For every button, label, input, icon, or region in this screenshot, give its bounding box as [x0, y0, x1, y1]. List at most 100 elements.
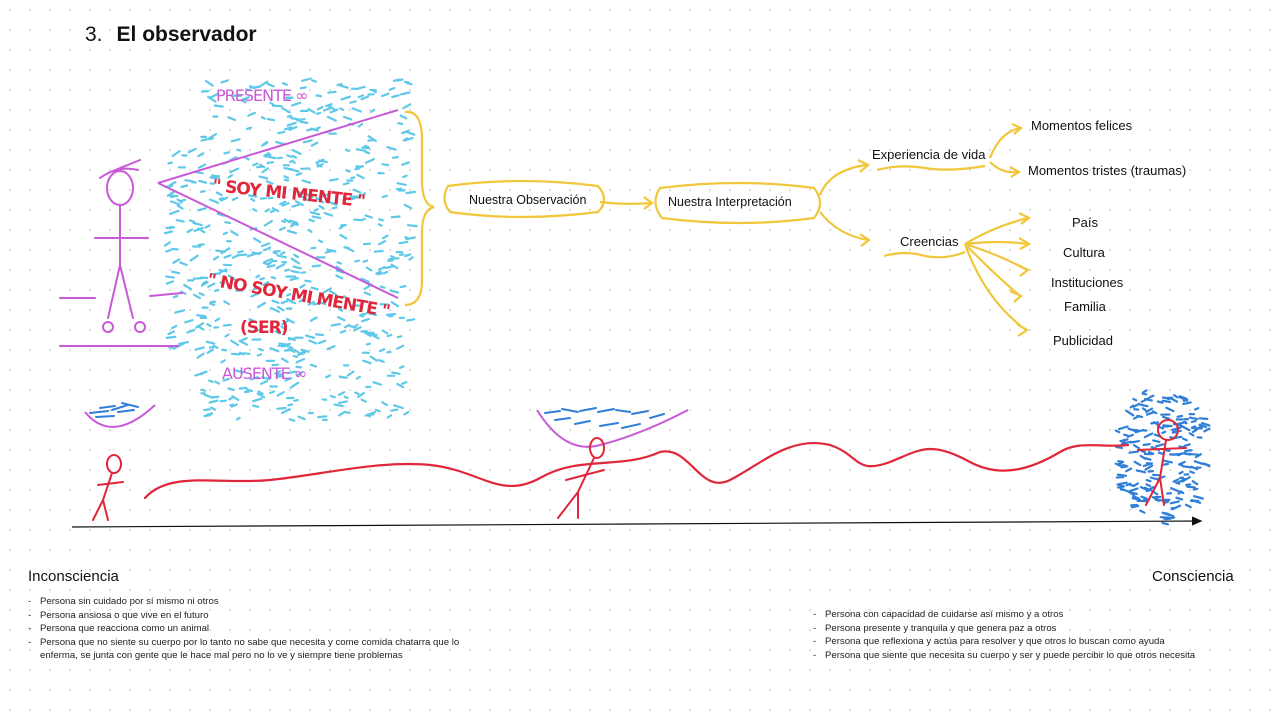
scribble-dash: [364, 214, 373, 219]
scribble-dash: [396, 335, 403, 339]
scribble-dash: [1176, 421, 1187, 426]
scribble-dash: [344, 411, 351, 414]
scribble-dash: [345, 169, 351, 173]
scribble-dash: [212, 344, 219, 349]
scribble-dash: [1198, 417, 1209, 420]
experiencia-label: Experiencia de vida: [872, 147, 986, 162]
scribble-dash: [329, 394, 336, 399]
scribble-dash: [315, 158, 325, 164]
scribble-dash: [208, 399, 219, 404]
scribble-dash: [331, 206, 338, 210]
scribble-dash: [1174, 481, 1181, 485]
scribble-dash: [1161, 399, 1172, 404]
scribble-dash: [338, 308, 344, 312]
scribble-dash: [213, 104, 224, 108]
scribble-dash: [290, 101, 302, 107]
scribble-dash: [215, 191, 223, 197]
scribble-dash: [310, 286, 319, 291]
scribble-dash: [249, 376, 259, 381]
scribble-dash: [203, 137, 215, 141]
scribble-dash: [1178, 395, 1188, 400]
scribble-dash: [281, 106, 291, 114]
scribble-dash: [1203, 462, 1211, 468]
scribble-dash: [276, 391, 285, 397]
scribble-dash: [362, 359, 372, 365]
creencias-branches: [963, 212, 1032, 337]
scribble-dash: [213, 288, 220, 292]
scribble-dash: [338, 224, 345, 230]
scribble-dash: [172, 294, 179, 299]
scribble-dash: [310, 141, 319, 147]
scribble-dash: [368, 332, 378, 336]
scribble-dash: [291, 149, 302, 155]
scribble-dash: [349, 195, 359, 199]
scribble-dash: [244, 88, 251, 92]
scribble-dash: [364, 158, 375, 164]
scribble-dash: [206, 348, 214, 354]
scribble-dash: [397, 121, 404, 126]
scribble-dash: [184, 179, 195, 183]
scribble-dash: [206, 323, 212, 328]
scribble-dash: [1189, 470, 1195, 474]
scribble-dash: [375, 270, 382, 275]
scribble-dash: [355, 375, 361, 380]
scribble-dash: [1188, 416, 1199, 421]
scribble-dash: [258, 80, 269, 88]
scribble-dash: [369, 355, 378, 362]
scribble-dash: [168, 346, 176, 350]
scribble-dash: [356, 192, 367, 199]
scribble-dash: [1147, 450, 1155, 455]
scribble-dash: [1177, 490, 1183, 495]
scribble-dash: [1141, 392, 1148, 396]
scribble-dash: [1203, 427, 1211, 433]
scribble-dash: [172, 258, 181, 264]
scribble-dash: [284, 268, 290, 272]
list-item: Persona ansiosa o que vive en el futuro: [28, 609, 478, 623]
scribble-dash: [403, 411, 410, 416]
scribble-dash: [1120, 440, 1132, 445]
scribble-dash: [1144, 397, 1153, 402]
scribble-dash: [300, 271, 307, 274]
scribble-dash: [189, 254, 199, 262]
scribble-dash: [378, 218, 384, 222]
scribble-dash: [171, 324, 178, 330]
scribble-dash: [1130, 504, 1140, 509]
scribble-dash: [301, 77, 312, 82]
scribble-dash: [1119, 439, 1126, 444]
scribble-dash: [259, 277, 265, 281]
scribble-dash: [227, 116, 237, 122]
scribble-dash: [1141, 389, 1148, 394]
scribble-dash: [259, 379, 269, 385]
scribble-dash: [176, 198, 183, 204]
scribble-dash: [208, 92, 219, 99]
scribble-dash: [174, 309, 186, 314]
scribble-dash: [281, 318, 291, 326]
scribble-dash: [186, 328, 196, 334]
scribble-dash: [1116, 473, 1128, 477]
scribble-dash: [1132, 415, 1140, 420]
list-item: Persona sin cuidado por sí mismo ni otro…: [28, 595, 478, 609]
scribble-dash: [339, 329, 347, 334]
scribble-dash: [1139, 403, 1149, 408]
scribble-dash: [1148, 486, 1155, 491]
scribble-dash: [381, 234, 389, 240]
scribble-dash: [1161, 521, 1170, 526]
scribble-dash: [165, 335, 177, 339]
scribble-dash: [408, 256, 414, 261]
scribble-dash: [198, 292, 205, 297]
scribble-dash: [288, 125, 298, 131]
scribble-dash: [300, 195, 310, 202]
scribble-dash: [212, 255, 220, 261]
scribble-dash: [367, 139, 375, 142]
scribble-dash: [396, 382, 405, 389]
scribble-dash: [196, 325, 205, 331]
scribble-dash: [1144, 464, 1154, 471]
scribble-dash: [227, 174, 233, 179]
scribble-dash: [287, 337, 295, 341]
scribble-dash: [309, 363, 317, 368]
scribble-dash: [282, 82, 288, 86]
middle-figure-bowl: [536, 407, 689, 448]
scribble-dash: [295, 365, 303, 369]
scribble-dash: [345, 148, 350, 153]
scribble-dash: [1181, 437, 1188, 442]
